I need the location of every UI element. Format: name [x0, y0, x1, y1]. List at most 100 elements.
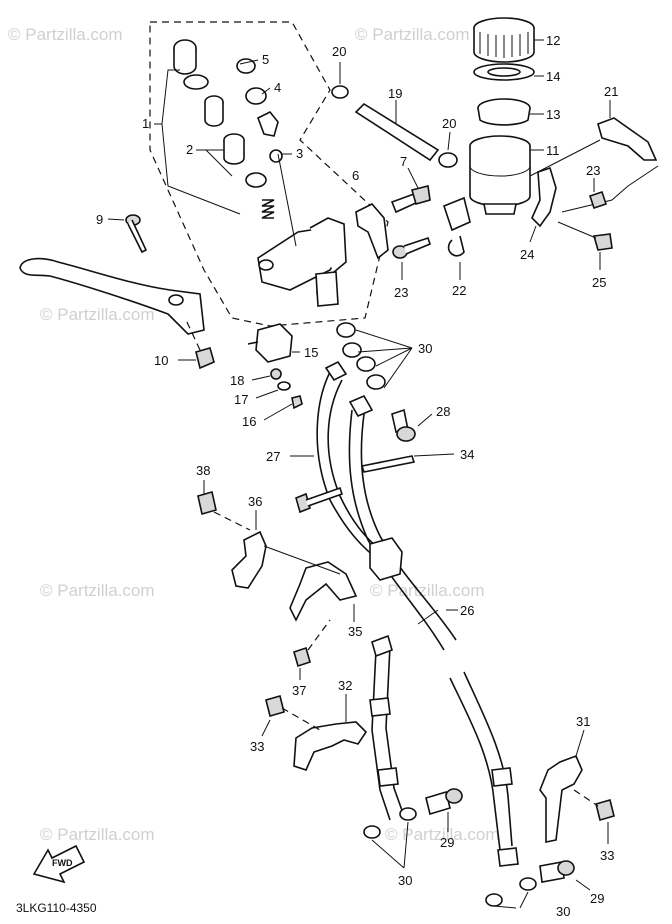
brake-hose-26: [348, 409, 457, 651]
forward-label: FWD: [52, 858, 73, 868]
callout-24: 24: [520, 247, 534, 262]
reservoir-tank-11: [469, 135, 531, 215]
reservoir-cap-12: [473, 17, 535, 63]
washer-lower-2: [399, 807, 417, 821]
watermark: © Partzilla.com: [385, 825, 500, 844]
callout-26: 26: [460, 603, 474, 618]
union-bolt-29a: [425, 788, 463, 816]
watermarks: © Partzilla.com © Partzilla.com © Partzi…: [8, 25, 500, 844]
bolt-33b: [595, 799, 615, 821]
washer-30a: [336, 322, 356, 338]
callout-32: 32: [338, 678, 352, 693]
bolt-38: [197, 490, 217, 516]
callout-33b: 33: [600, 848, 614, 863]
callout-20a: 20: [332, 44, 346, 59]
bolt-25: [592, 233, 613, 251]
callout-15: 15: [304, 345, 318, 360]
callout-11: 11: [546, 143, 560, 158]
callout-21: 21: [604, 84, 618, 99]
callout-23a: 23: [394, 285, 408, 300]
callout-22: 22: [452, 283, 466, 298]
bolt-34: [360, 455, 416, 473]
piston-kit: [173, 39, 283, 219]
watermark: © Partzilla.com: [8, 25, 123, 44]
callout-33a: 33: [250, 739, 264, 754]
watermark: © Partzilla.com: [370, 581, 485, 600]
brake-hose-27: [316, 371, 393, 565]
bolt-7: [390, 185, 431, 214]
callout-23b: 23: [586, 163, 600, 178]
hose-19: [354, 102, 440, 162]
hose-bolt: [295, 486, 344, 514]
nut-10: [195, 347, 215, 370]
callout-27: 27: [266, 449, 280, 464]
bracket-36: [231, 530, 267, 589]
callout-9: 9: [96, 212, 103, 227]
washer-30b: [356, 356, 376, 372]
watermark: © Partzilla.com: [40, 581, 155, 600]
callout-10: 10: [154, 353, 168, 368]
callout-3: 3: [296, 146, 303, 161]
brake-lever: [19, 257, 205, 335]
callout-20b: 20: [442, 116, 456, 131]
pivot-bolt-9: [125, 214, 148, 254]
part-18: [270, 368, 282, 380]
callout-30b: 30: [398, 873, 412, 888]
watermark: © Partzilla.com: [40, 825, 155, 844]
callout-18: 18: [230, 373, 244, 388]
washer-lower-4: [519, 877, 537, 891]
screw-16: [291, 395, 303, 410]
washer-lower-1: [363, 825, 381, 839]
union-bolt-29b: [539, 860, 575, 883]
bracket-21: [597, 117, 658, 161]
bolt-37: [293, 646, 311, 668]
callout-29b: 29: [590, 891, 604, 906]
callout-31: 31: [576, 714, 590, 729]
clip-20a: [331, 85, 349, 99]
callout-19: 19: [388, 86, 402, 101]
callout-1: 1: [142, 116, 149, 131]
diagram-code: 3LKG110-4350: [16, 901, 97, 915]
callout-25: 25: [592, 275, 606, 290]
master-cylinder-body: [257, 217, 347, 307]
callout-12: 12: [546, 33, 560, 48]
callout-34: 34: [460, 447, 474, 462]
callout-7: 7: [400, 154, 407, 169]
callout-28: 28: [436, 404, 450, 419]
forward-arrow: FWD: [32, 844, 86, 884]
bracket-31: [539, 754, 583, 843]
washer-lower-3: [485, 893, 503, 907]
callout-13: 13: [546, 107, 560, 122]
callout-35: 35: [348, 624, 362, 639]
watermark: © Partzilla.com: [355, 25, 470, 44]
callouts: 1 2 3 4 5 6 7 9 10 11 12 13 14 15 16 17 …: [96, 33, 618, 919]
lower-hose-right: [449, 671, 519, 867]
bracket-22: [443, 196, 471, 257]
callout-14: 14: [546, 69, 560, 84]
bolt-33a: [265, 695, 285, 717]
bracket-24: [531, 166, 557, 228]
callout-30a: 30: [418, 341, 432, 356]
plate-14: [473, 63, 535, 81]
callout-16: 16: [242, 414, 256, 429]
screw-23b: [588, 190, 608, 210]
watermark: © Partzilla.com: [40, 305, 155, 324]
callout-17: 17: [234, 392, 248, 407]
clip-20b: [438, 152, 458, 168]
hose-joint: [369, 537, 403, 581]
callout-30c: 30: [556, 904, 570, 919]
holder-6: [355, 203, 389, 260]
callout-5: 5: [262, 52, 269, 67]
bolt-23a: [392, 236, 431, 259]
lower-hose-left: [369, 634, 405, 821]
callout-38: 38: [196, 463, 210, 478]
callout-36: 36: [248, 494, 262, 509]
bracket-32: [293, 721, 368, 771]
callout-37: 37: [292, 683, 306, 698]
part-17: [277, 381, 291, 391]
clamp-35: [289, 561, 358, 622]
diaphragm-13: [477, 98, 531, 126]
washer-30c: [366, 374, 386, 390]
callout-2: 2: [186, 142, 193, 157]
